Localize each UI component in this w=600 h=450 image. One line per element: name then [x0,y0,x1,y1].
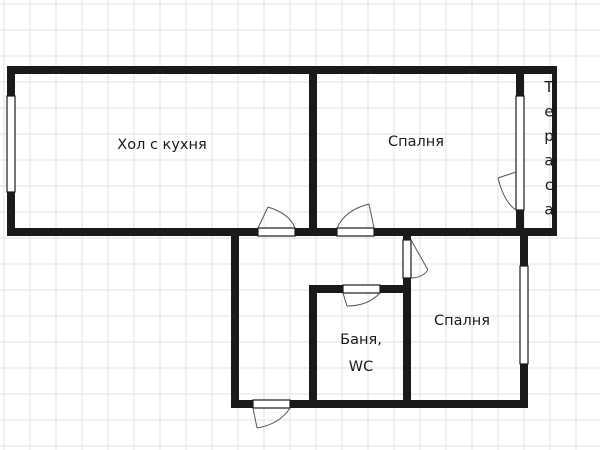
door-bathroom [342,284,381,307]
wall-terrace-right [552,66,557,236]
wall-living-bedroom [309,66,317,236]
terrace-letter: а [544,201,553,219]
window-living-left [6,95,16,193]
room-bedroom-top: Спалня [388,134,444,150]
terrace-letter: а [544,152,553,170]
windows [6,95,529,365]
door-terrace [497,171,517,211]
terrace-letter: е [544,103,553,121]
terrace-letter: с [545,176,553,194]
door-bedroom-top [336,203,375,237]
room-labels: Хол с кухня Спалня Баня, WC Спалня Терас… [117,78,554,375]
terrace-letter: Т [543,78,554,96]
wall-lower-bottom [231,400,528,408]
wall-top [7,66,557,74]
doors [252,171,517,429]
room-bath-line2: WC [349,359,373,375]
door-bedroom-bottom [402,239,429,279]
wall-bath-right [403,236,411,408]
wall-hall-left [231,228,239,408]
walls [7,66,557,408]
door-entrance [252,399,291,429]
terrace-letter: р [544,127,554,145]
room-bath-line1: Баня, [340,332,382,348]
wall-bath-left [309,285,317,408]
door-living [257,206,296,237]
window-terrace-door [515,95,525,211]
room-living-kitchen: Хол с кухня [117,137,206,153]
room-bedroom-bottom: Спалня [434,313,490,329]
window-bedroom-bottom [519,265,529,365]
